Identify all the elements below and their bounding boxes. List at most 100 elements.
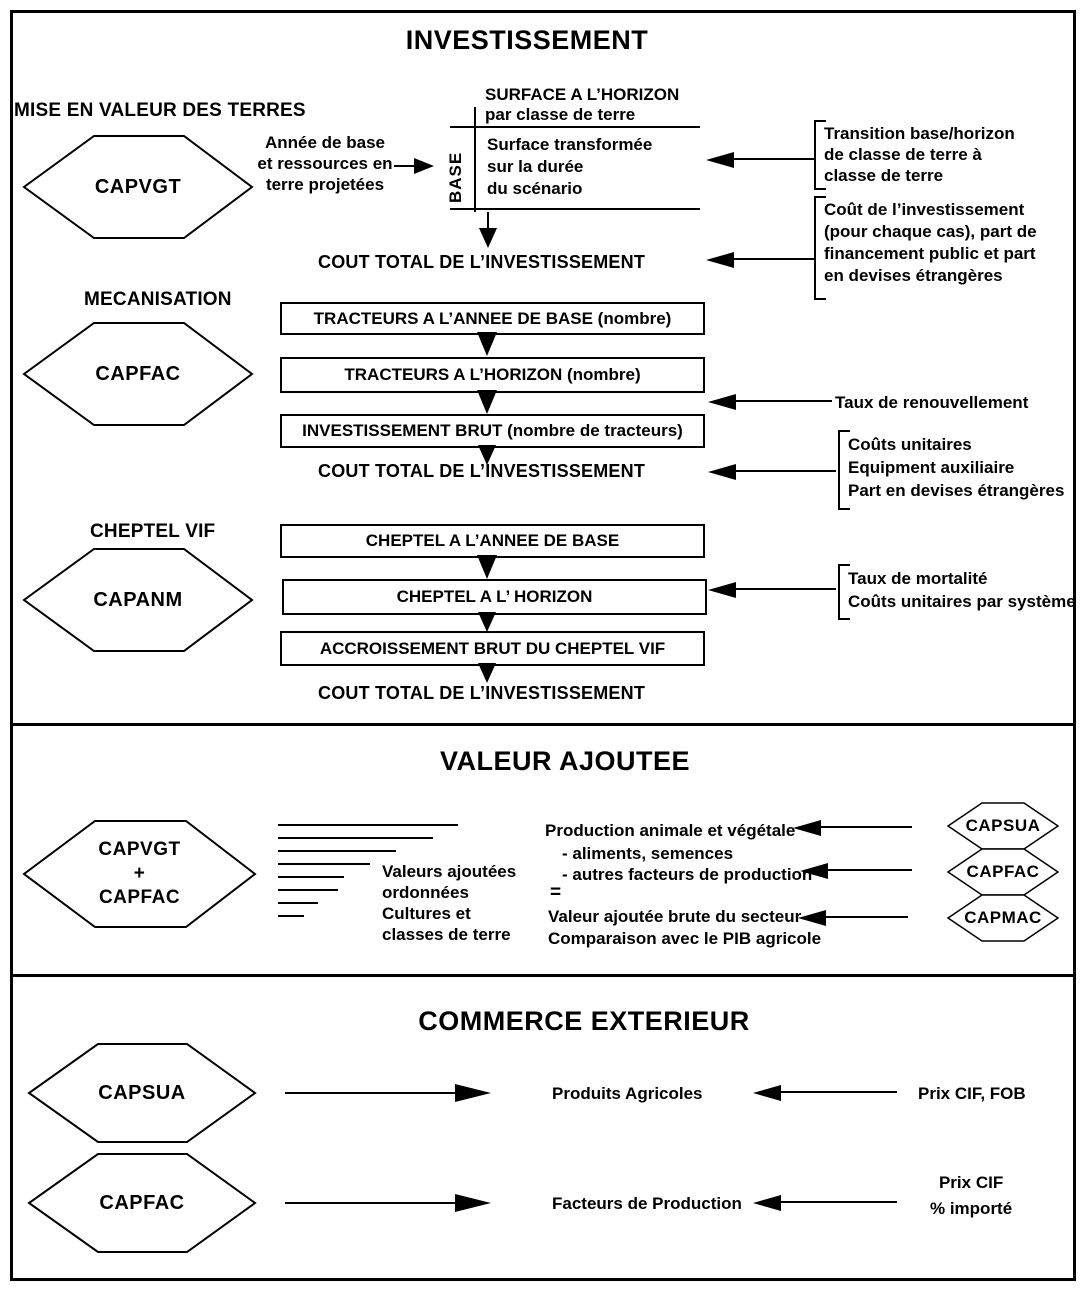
capmac-small-label: CAPMAC <box>964 908 1042 927</box>
arrow-left-line <box>734 400 832 402</box>
prix-cif-fob-label: Prix CIF, FOB <box>918 1084 1026 1103</box>
value-line <box>278 915 304 917</box>
value-line <box>278 876 344 878</box>
terres-heading: MISE EN VALEUR DES TERRES <box>14 100 306 121</box>
production-line1: Production animale et végétale <box>545 821 796 840</box>
capfac-small-label: CAPFAC <box>966 862 1040 881</box>
box-tracteurs-horizon: TRACTEURS A L’HORIZON (nombre) <box>280 357 705 393</box>
capsua-label: CAPSUA <box>98 1081 186 1104</box>
box-investissement-brut: INVESTISSEMENT BRUT (nombre de tracteurs… <box>280 414 705 448</box>
cheptel-heading: CHEPTEL VIF <box>90 521 216 542</box>
arrow-right-line <box>285 1202 457 1204</box>
arrow-left-head-icon <box>708 582 736 598</box>
arrow-down-stem <box>487 212 489 232</box>
capanm-label: CAPANM <box>93 588 183 611</box>
arrow-down-head-icon <box>478 663 496 683</box>
value-line <box>278 824 458 826</box>
hexagon-shape-icon <box>27 1043 257 1143</box>
arrow-left-line <box>734 470 836 472</box>
hexagon-shape-icon <box>22 548 254 652</box>
cost-total-cheptel: COUT TOTAL DE L’INVESTISSEMENT <box>318 683 646 703</box>
note-renouvellement: Taux de renouvellement <box>835 393 1029 412</box>
note-bracket <box>838 430 850 510</box>
produits-agricoles-label: Produits Agricoles <box>552 1084 703 1103</box>
note-bracket <box>814 196 826 300</box>
mecanisation-heading: MECANISATION <box>84 289 232 310</box>
section-divider-2 <box>10 974 1073 977</box>
surface-horizon-subheader: par classe de terre <box>485 105 636 124</box>
arrow-left-head-icon <box>800 863 828 879</box>
arrow-left-head-icon <box>798 910 826 926</box>
hexagon-shape-icon <box>27 1153 257 1253</box>
surface-horizon-header: SURFACE A L’HORIZON <box>485 85 680 104</box>
section-divider-1 <box>10 723 1073 726</box>
box-accroissement-brut: ACCROISSEMENT BRUT DU CHEPTEL VIF <box>280 631 705 666</box>
vab-line2: Comparaison avec le PIB agricole <box>548 929 822 948</box>
arrow-left-line <box>819 826 912 828</box>
capfac-small-hexagon: CAPFAC <box>946 848 1060 896</box>
prix-cif-importe-label: Prix CIF % importé <box>930 1173 1013 1218</box>
capanm-hexagon: CAPANM <box>22 547 254 653</box>
capvgt-label: CAPVGT <box>94 175 182 198</box>
arrow-down-head-icon <box>477 555 497 579</box>
value-line <box>278 863 370 865</box>
arrow-right-head-icon <box>455 1084 491 1102</box>
box-cheptel-base: CHEPTEL A L’ANNEE DE BASE <box>280 524 705 558</box>
arrow-left-head-icon <box>708 394 736 410</box>
vab-line1: Valeur ajoutée brute du secteur <box>548 907 802 926</box>
arrow-left-head-icon <box>706 252 734 268</box>
note-transition: Transition base/horizon de classe de ter… <box>824 124 1015 185</box>
ordered-values-caption: Valeurs ajoutées ordonnées Cultures et c… <box>382 862 517 944</box>
commerce-title: COMMERCE EXTERIEUR <box>418 1006 750 1036</box>
hexagon-shape-icon <box>946 894 1060 942</box>
table-top-line <box>450 126 700 128</box>
arrow-left-head-icon <box>753 1195 781 1211</box>
cost-total-mecanisation: COUT TOTAL DE L’INVESTISSEMENT <box>318 461 646 481</box>
hexagon-shape-icon <box>22 820 257 928</box>
arrow-right-line <box>394 165 416 167</box>
capsua-small-label: CAPSUA <box>965 816 1041 835</box>
arrow-down-head-icon <box>477 390 497 414</box>
investissement-title: INVESTISSEMENT <box>405 25 649 55</box>
capfac-commerce-label: CAPFAC <box>99 1191 185 1214</box>
arrow-left-line <box>732 258 814 260</box>
arrow-down-head-icon <box>479 228 497 248</box>
note-cout-investissement: Coût de l’investissement (pour chaque ca… <box>824 200 1037 285</box>
capfac-hexagon: CAPFAC <box>22 321 254 427</box>
value-line <box>278 902 318 904</box>
arrow-left-head-icon <box>793 820 821 836</box>
note-bracket <box>814 120 826 190</box>
arrow-down-head-icon <box>478 612 496 632</box>
arrow-down-head-icon <box>477 332 497 356</box>
surface-body-text: Surface transformée sur la durée du scén… <box>487 135 653 198</box>
capfac-commerce-hexagon: CAPFAC <box>27 1152 257 1254</box>
hexagon-shape-icon <box>22 135 254 239</box>
page-border <box>10 10 1076 1281</box>
arrow-down-head-icon <box>478 445 496 465</box>
capfac-label: CAPFAC <box>95 362 181 385</box>
box-cheptel-horizon: CHEPTEL A L’ HORIZON <box>282 579 707 615</box>
note-mortalite: Taux de mortalité Coûts unitaires par sy… <box>848 569 1076 611</box>
value-line <box>278 850 396 852</box>
valeur-ajoutee-title: VALEUR AJOUTEE <box>439 746 691 776</box>
arrow-right-head-icon <box>455 1194 491 1212</box>
arrow-left-line <box>779 1091 897 1093</box>
note-bracket <box>838 564 850 620</box>
box-tracteurs-base: TRACTEURS A L’ANNEE DE BASE (nombre) <box>280 302 705 335</box>
arrow-right-head-icon <box>414 158 434 174</box>
base-axis-label: BASE <box>446 151 465 203</box>
terres-input-note: Année de base et ressources en terre pro… <box>257 133 393 194</box>
arrow-left-head-icon <box>708 464 736 480</box>
arrow-left-line <box>824 916 908 918</box>
note-couts-unitaires: Coûts unitaires Equipment auxiliaire Par… <box>848 435 1065 500</box>
arrow-left-line <box>732 158 814 160</box>
production-line2: - aliments, semences <box>562 844 734 863</box>
table-bottom-line <box>450 208 700 210</box>
arrow-left-head-icon <box>753 1085 781 1101</box>
capsua-hexagon: CAPSUA <box>27 1042 257 1144</box>
equals-sign: = <box>550 882 562 903</box>
table-vertical-line <box>474 107 476 212</box>
capvgt-capfac-label: CAPVGT + CAPFAC <box>98 839 181 908</box>
arrow-left-line <box>826 869 912 871</box>
